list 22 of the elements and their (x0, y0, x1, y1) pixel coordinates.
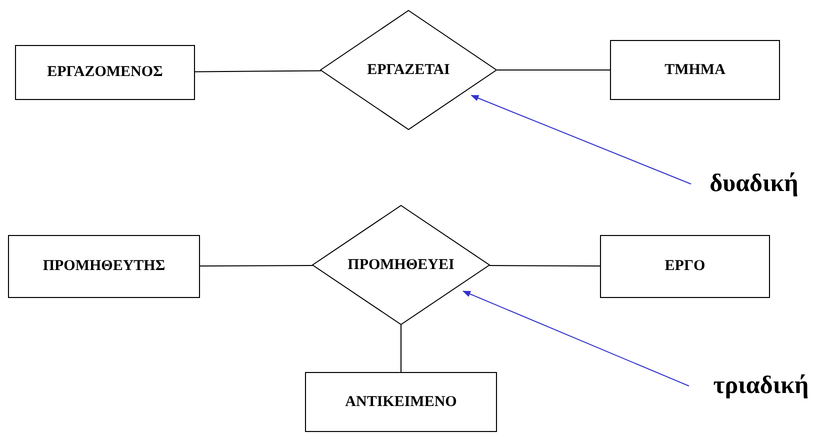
entity-name: ΕΡΓΟ (664, 258, 706, 275)
annotation-text: τριαδική (713, 372, 809, 400)
annotation-text: δυαδική (710, 170, 798, 198)
entity-box (305, 372, 497, 432)
relationship-diamond (320, 10, 497, 130)
entity-box (8, 235, 200, 298)
entity-name: ΠΡΟΜΗΘΕΥΤΗΣ (42, 258, 166, 275)
arrow (470, 94, 692, 184)
relationship-name: ΕΡΓΑΖΕΤΑΙ (367, 62, 450, 78)
entity-box (15, 45, 195, 100)
connector-line (200, 264, 314, 267)
entity-name: ΕΡΓΑΖΟΜΕΝΟΣ (47, 64, 163, 81)
connector-line (400, 324, 402, 372)
relationship-diamond (312, 205, 490, 325)
entity-name: ΑΝΤΙΚΕΙΜΕΝΟ (345, 394, 457, 410)
relationship-name: ΠΡΟΜΗΘΕΥΕΙ (348, 256, 454, 274)
arrow (462, 290, 690, 386)
connector-line (488, 264, 600, 267)
entity-box (610, 40, 780, 100)
connector-line (194, 70, 322, 72)
entity-name: ΤΜΗΜΑ (664, 62, 726, 78)
entity-box (600, 235, 770, 298)
